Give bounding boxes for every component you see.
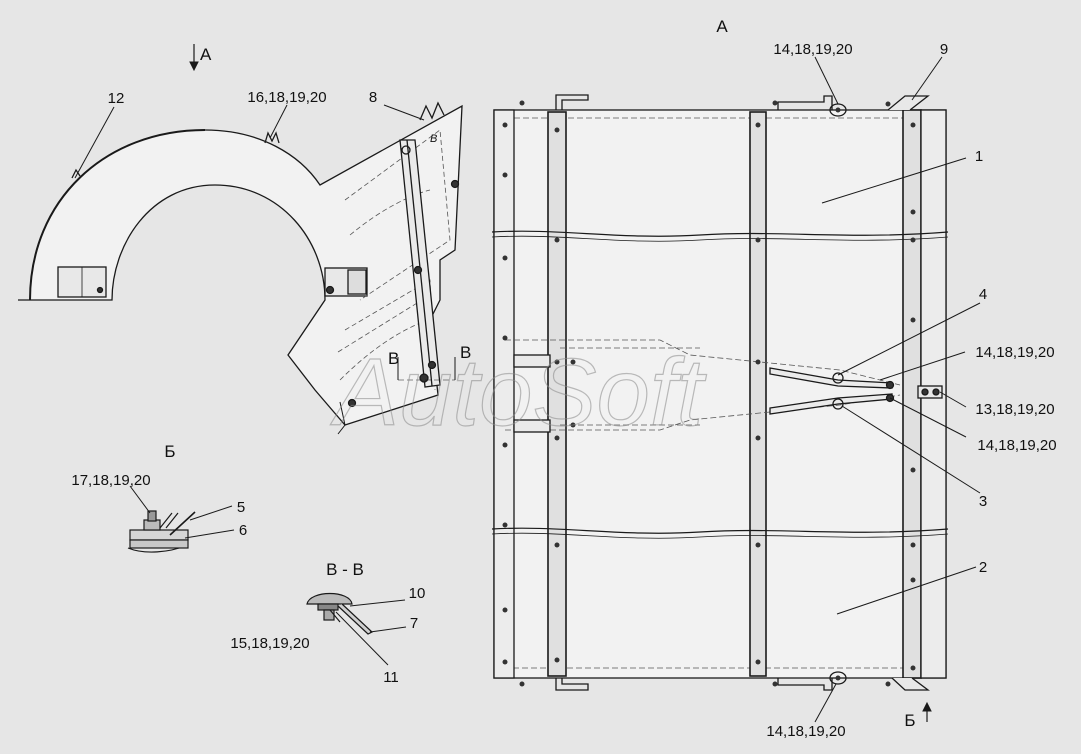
mark-v-detail: В [430,133,437,145]
callout-14-top: 14,18,19,20 [773,41,852,58]
callout-9: 9 [940,41,948,58]
callout-16-18-19-20: 16,18,19,20 [247,89,326,106]
callout-12: 12 [108,90,125,107]
side-view-guard [18,101,463,435]
cut-label-v-left: В [388,349,399,368]
view-label-a-left: А [200,45,212,64]
section-vv-drawing [306,593,374,635]
view-arrow-b [922,701,932,722]
rail-bolts [502,100,916,687]
callout-4: 4 [979,286,987,303]
detail-b-drawing [127,510,196,553]
callout-14-bottom: 14,18,19,20 [766,723,845,740]
callout-13: 13,18,19,20 [975,401,1054,418]
cut-label-v-right: В [460,343,471,362]
watermark: AutoSoft [330,339,707,446]
callout-11: 11 [383,669,399,686]
callout-14-right-a: 14,18,19,20 [975,344,1054,361]
callout-1: 1 [975,148,983,165]
view-label-a-top: А [716,17,728,36]
view-arrow-a [189,44,199,72]
top-view-panel [491,94,949,691]
leader-lines [74,56,981,723]
callout-3: 3 [979,493,987,510]
callout-7: 7 [410,615,418,632]
callout-15-18-19-20: 15,18,19,20 [230,635,309,652]
callout-6: 6 [239,522,247,539]
callout-2: 2 [979,559,987,576]
callout-17-18-19-20: 17,18,19,20 [71,472,150,489]
callout-8: 8 [369,89,377,106]
callout-10: 10 [409,585,426,602]
view-label-b-bottom: Б [904,711,915,730]
view-label-vv: В - В [326,560,364,579]
view-label-b-detail: Б [164,442,175,461]
callout-5: 5 [237,499,245,516]
callout-14-right-b: 14,18,19,20 [977,437,1056,454]
